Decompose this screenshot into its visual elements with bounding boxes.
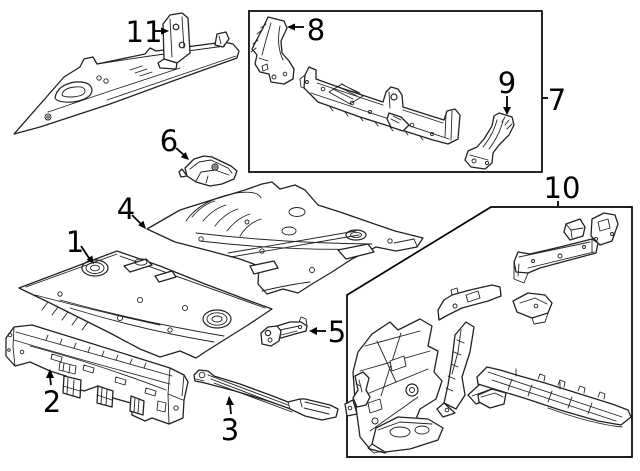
callout-2-label[interactable]: 2 — [43, 385, 61, 419]
callout-11[interactable]: 11 — [126, 15, 169, 49]
part-5-drawing — [260, 316, 308, 347]
callout-5-label[interactable]: 5 — [328, 315, 346, 349]
part-6-drawing — [178, 155, 238, 187]
part-3-drawing — [193, 369, 339, 421]
group-box-10 — [346, 206, 633, 458]
callout-8[interactable]: 8 — [287, 13, 325, 47]
callout-6-label[interactable]: 6 — [160, 124, 178, 158]
callout-3-label[interactable]: 3 — [221, 413, 239, 447]
part-2-drawing — [5, 324, 189, 425]
callout-9[interactable]: 9 — [498, 66, 516, 115]
callout-4-label[interactable]: 4 — [117, 192, 135, 226]
callout-4[interactable]: 4 — [117, 192, 146, 229]
part-9-drawing — [464, 112, 515, 170]
uniside-assembly-drawing — [344, 212, 632, 454]
callout-8-label[interactable]: 8 — [307, 13, 325, 47]
part-1-drawing — [18, 250, 273, 359]
callout-10[interactable]: 10 — [544, 171, 581, 206]
group-box-7 — [248, 10, 543, 173]
callout-3[interactable]: 3 — [221, 396, 239, 447]
part-8-drawing — [250, 16, 295, 85]
callout-7-label[interactable]: 7 — [548, 83, 566, 117]
part-11-drawing — [13, 12, 240, 135]
callout-5[interactable]: 5 — [309, 315, 346, 349]
callout-7[interactable]: 7 — [542, 83, 566, 117]
part-4-drawing — [146, 181, 424, 295]
callout-2[interactable]: 2 — [43, 369, 61, 419]
callout-9-label[interactable]: 9 — [498, 66, 516, 100]
callout-10-label[interactable]: 10 — [544, 171, 581, 205]
callout-11-label[interactable]: 11 — [126, 15, 163, 49]
callout-1[interactable]: 1 — [66, 225, 94, 264]
callout-6[interactable]: 6 — [160, 124, 189, 160]
callout-1-label[interactable]: 1 — [66, 225, 84, 259]
rear-body-crossmember-drawing — [299, 66, 461, 145]
